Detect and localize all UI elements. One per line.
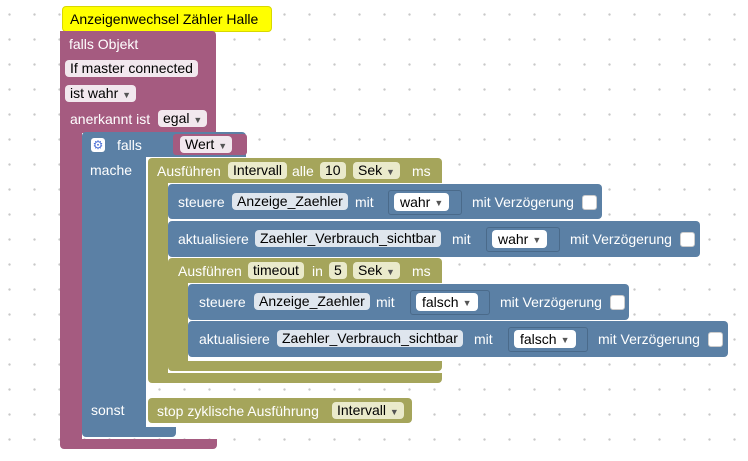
chevron-down-icon: ▼ <box>462 298 472 308</box>
falls-objekt-label: falls Objekt <box>69 36 139 52</box>
set-state-2-delay-label: mit Verzögerung <box>500 294 602 310</box>
chevron-down-icon: ▼ <box>434 198 444 208</box>
chevron-down-icon: ▼ <box>386 267 395 277</box>
set-state-1-verb: steuere <box>178 194 225 210</box>
update-1-delay-checkbox[interactable] <box>680 232 695 247</box>
gear-icon[interactable]: ⚙ <box>91 138 105 152</box>
object-id-field[interactable]: If master connected <box>65 60 198 77</box>
trigger-block-footer <box>60 439 217 449</box>
value-text: Wert <box>185 136 215 152</box>
set-state-1-value: wahr <box>400 194 431 210</box>
timeout-block-rail <box>168 282 188 362</box>
stop-label: stop zyklische Ausführung <box>157 403 319 419</box>
update-2-mit: mit <box>474 331 493 347</box>
chevron-down-icon: ▼ <box>532 235 542 245</box>
update-1-verb: aktualisiere <box>178 231 249 247</box>
timeout-in-label: in <box>312 263 323 279</box>
interval-ms-label: ms <box>412 163 431 179</box>
update-1-target[interactable]: Zaehler_Verbrauch_sichtbar <box>255 230 441 247</box>
update-1-value-dropdown[interactable]: wahr▼ <box>492 230 548 248</box>
update-2-value-dropdown[interactable]: falsch▼ <box>514 330 576 348</box>
set-state-1-mit: mit <box>355 194 374 210</box>
set-state-2-verb: steuere <box>199 294 246 310</box>
interval-unit-dropdown[interactable]: Sek ▼ <box>353 162 400 179</box>
timeout-block-footer <box>168 361 442 371</box>
interval-unit-value: Sek <box>358 162 383 178</box>
mache-label: mache <box>90 162 133 178</box>
set-state-1-delay-label: mit Verzögerung <box>472 194 574 210</box>
set-state-1-target[interactable]: Anzeige_Zaehler <box>232 193 348 210</box>
comment-block[interactable]: Anzeigenwechsel Zähler Halle <box>62 6 272 32</box>
update-2-verb: aktualisiere <box>199 331 270 347</box>
chevron-down-icon: ▼ <box>122 90 132 100</box>
interval-amount-field[interactable]: 10 <box>320 162 346 179</box>
timeout-name-field[interactable]: timeout <box>248 262 304 279</box>
interval-label: Ausführen <box>157 163 221 179</box>
if-label: falls <box>117 137 142 153</box>
sonst-label: sonst <box>91 402 125 418</box>
timeout-unit-value: Sek <box>358 262 383 278</box>
set-state-2-mit: mit <box>376 294 395 310</box>
interval-block-footer <box>148 373 442 383</box>
set-state-2-value-dropdown[interactable]: falsch▼ <box>416 293 478 311</box>
update-2-delay-label: mit Verzögerung <box>598 331 700 347</box>
condition-dropdown[interactable]: ist wahr ▼ <box>65 85 137 102</box>
ack-label: anerkannt ist <box>70 111 151 127</box>
timeout-amount-field[interactable]: 5 <box>329 262 347 279</box>
ack-value: egal <box>163 110 190 126</box>
interval-block-rail <box>148 182 168 374</box>
update-2-delay-checkbox[interactable] <box>708 332 723 347</box>
chevron-down-icon: ▼ <box>389 407 399 417</box>
timeout-unit-dropdown[interactable]: Sek ▼ <box>353 262 400 279</box>
timeout-label: Ausführen <box>178 263 242 279</box>
value-dropdown[interactable]: Wert ▼ <box>180 136 233 153</box>
set-state-2-target[interactable]: Anzeige_Zaehler <box>254 293 370 310</box>
set-state-2-delay-checkbox[interactable] <box>610 295 625 310</box>
set-state-1-delay-checkbox[interactable] <box>582 195 597 210</box>
condition-value: ist wahr <box>70 85 119 101</box>
ack-dropdown[interactable]: egal ▼ <box>158 110 208 127</box>
comment-text: Anzeigenwechsel Zähler Halle <box>70 11 259 27</box>
chevron-down-icon: ▼ <box>193 115 203 125</box>
stop-target-value: Intervall <box>337 402 387 418</box>
timeout-ms-label: ms <box>412 263 431 279</box>
chevron-down-icon: ▼ <box>218 141 228 151</box>
set-state-2-value: falsch <box>422 294 459 310</box>
if-block-footer <box>82 427 176 437</box>
update-2-target[interactable]: Zaehler_Verbrauch_sichtbar <box>277 330 463 347</box>
stop-target-dropdown[interactable]: Intervall ▼ <box>332 402 404 419</box>
trigger-block-rail <box>60 132 82 440</box>
update-2-value: falsch <box>520 331 557 347</box>
chevron-down-icon: ▼ <box>560 335 570 345</box>
set-state-1-value-dropdown[interactable]: wahr▼ <box>394 193 450 211</box>
chevron-down-icon: ▼ <box>386 167 395 177</box>
if-block-rail <box>82 156 146 428</box>
update-1-value: wahr <box>498 231 529 247</box>
update-1-mit: mit <box>452 231 471 247</box>
interval-name-field[interactable]: Intervall <box>228 162 288 179</box>
update-1-delay-label: mit Verzögerung <box>570 231 672 247</box>
interval-every-label: alle <box>292 163 314 179</box>
